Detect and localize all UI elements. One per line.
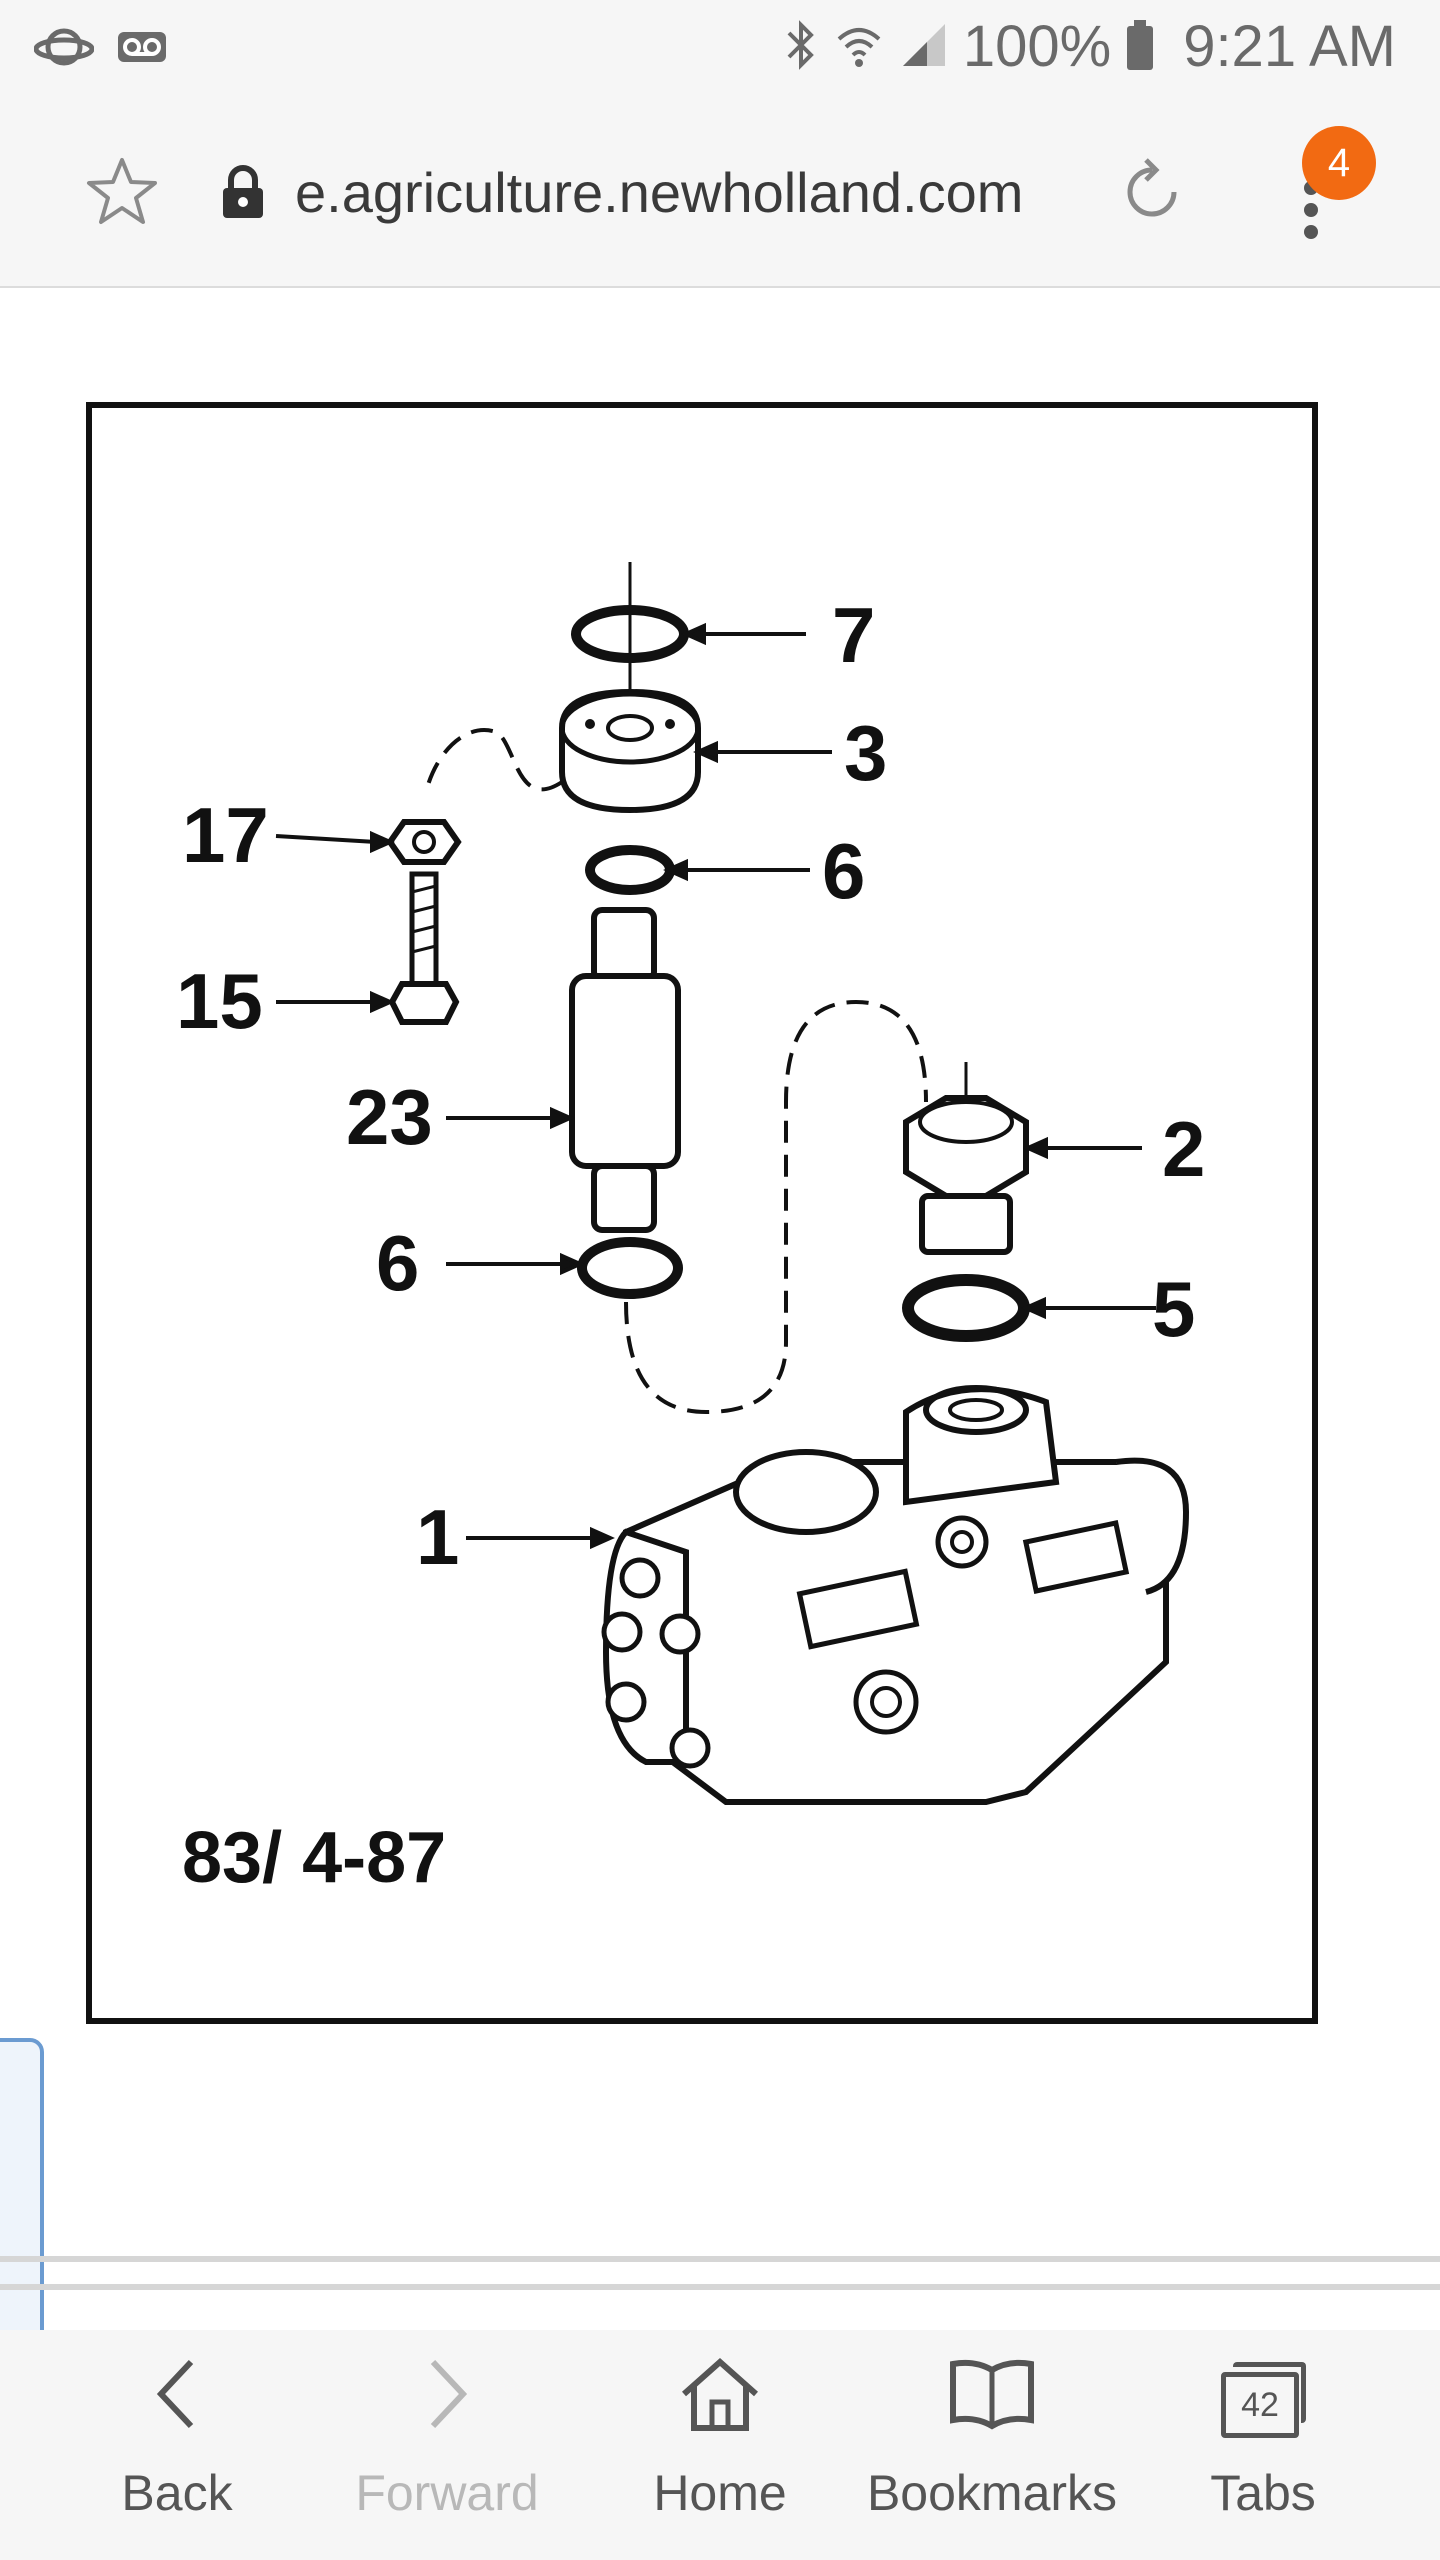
callout-23: 23 xyxy=(346,1073,433,1161)
callout-17: 17 xyxy=(182,791,269,879)
part-valve-body-1 xyxy=(601,1385,1190,1805)
tab-count: 42 xyxy=(1221,2372,1299,2438)
parts-diagram: 7 3 17 6 15 23 2 6 5 1 83/ 4-87 xyxy=(86,402,1318,2024)
back-label: Back xyxy=(121,2465,233,2521)
bluetooth-icon xyxy=(783,19,819,76)
leader-lines xyxy=(275,622,1156,1550)
forward-label: Forward xyxy=(355,2465,539,2521)
bookmarks-label: Bookmarks xyxy=(866,2465,1118,2521)
part-fitting-2 xyxy=(903,1062,1029,1255)
home-icon xyxy=(682,2357,758,2431)
callout-2: 2 xyxy=(1162,1105,1205,1193)
tabs-button[interactable]: 42 Tabs xyxy=(1128,2354,1398,2544)
part-spool-23 xyxy=(569,907,681,1233)
diagram-reference: 83/ 4-87 xyxy=(182,1818,446,1898)
forward-button[interactable]: Forward xyxy=(312,2354,582,2544)
callout-6-lower: 6 xyxy=(376,1219,419,1307)
home-button[interactable]: Home xyxy=(585,2354,855,2544)
page-content: 7 3 17 6 15 23 2 6 5 1 83/ 4-87 xyxy=(0,288,1440,2520)
battery-icon xyxy=(1125,18,1155,77)
callout-1: 1 xyxy=(416,1493,459,1581)
tabs-label: Tabs xyxy=(1210,2465,1316,2521)
part-cap-3 xyxy=(559,688,701,814)
lock-icon xyxy=(218,164,268,225)
bottom-navigation: Back Forward Home Bookmarks 42 Tabs xyxy=(0,2330,1440,2560)
callout-6-upper: 6 xyxy=(822,827,865,915)
reload-icon[interactable] xyxy=(1114,154,1190,235)
back-button[interactable]: Back xyxy=(42,2354,312,2544)
tabs-icon: 42 xyxy=(1221,2362,1306,2438)
home-label: Home xyxy=(653,2465,787,2521)
divider xyxy=(0,2284,1440,2290)
callout-7: 7 xyxy=(832,591,875,679)
book-icon xyxy=(950,2359,1034,2430)
bookmark-star-icon[interactable] xyxy=(84,154,160,235)
browser-toolbar: e.agriculture.newholland.com 4 xyxy=(0,96,1440,288)
battery-percent: 100% xyxy=(962,14,1112,79)
part-bolt-15 xyxy=(388,871,460,1025)
callout-3: 3 xyxy=(844,709,887,797)
chevron-right-icon xyxy=(430,2359,468,2429)
chevron-left-icon xyxy=(156,2359,194,2429)
clock: 9:21 AM xyxy=(1183,14,1396,79)
planet-icon xyxy=(33,22,95,77)
part-nut-17 xyxy=(386,819,462,865)
signal-icon xyxy=(899,20,949,75)
voicemail-icon xyxy=(116,30,168,69)
status-bar: 100% 9:21 AM xyxy=(0,0,1440,96)
callout-5: 5 xyxy=(1152,1265,1195,1353)
notification-badge: 4 xyxy=(1302,126,1376,200)
callout-15: 15 xyxy=(176,957,263,1045)
part-oring-6-lower xyxy=(577,1237,683,1299)
divider xyxy=(0,2256,1440,2262)
bookmarks-button[interactable]: Bookmarks xyxy=(857,2354,1127,2544)
wifi-icon xyxy=(833,19,885,76)
url-field[interactable]: e.agriculture.newholland.com xyxy=(295,161,1024,224)
